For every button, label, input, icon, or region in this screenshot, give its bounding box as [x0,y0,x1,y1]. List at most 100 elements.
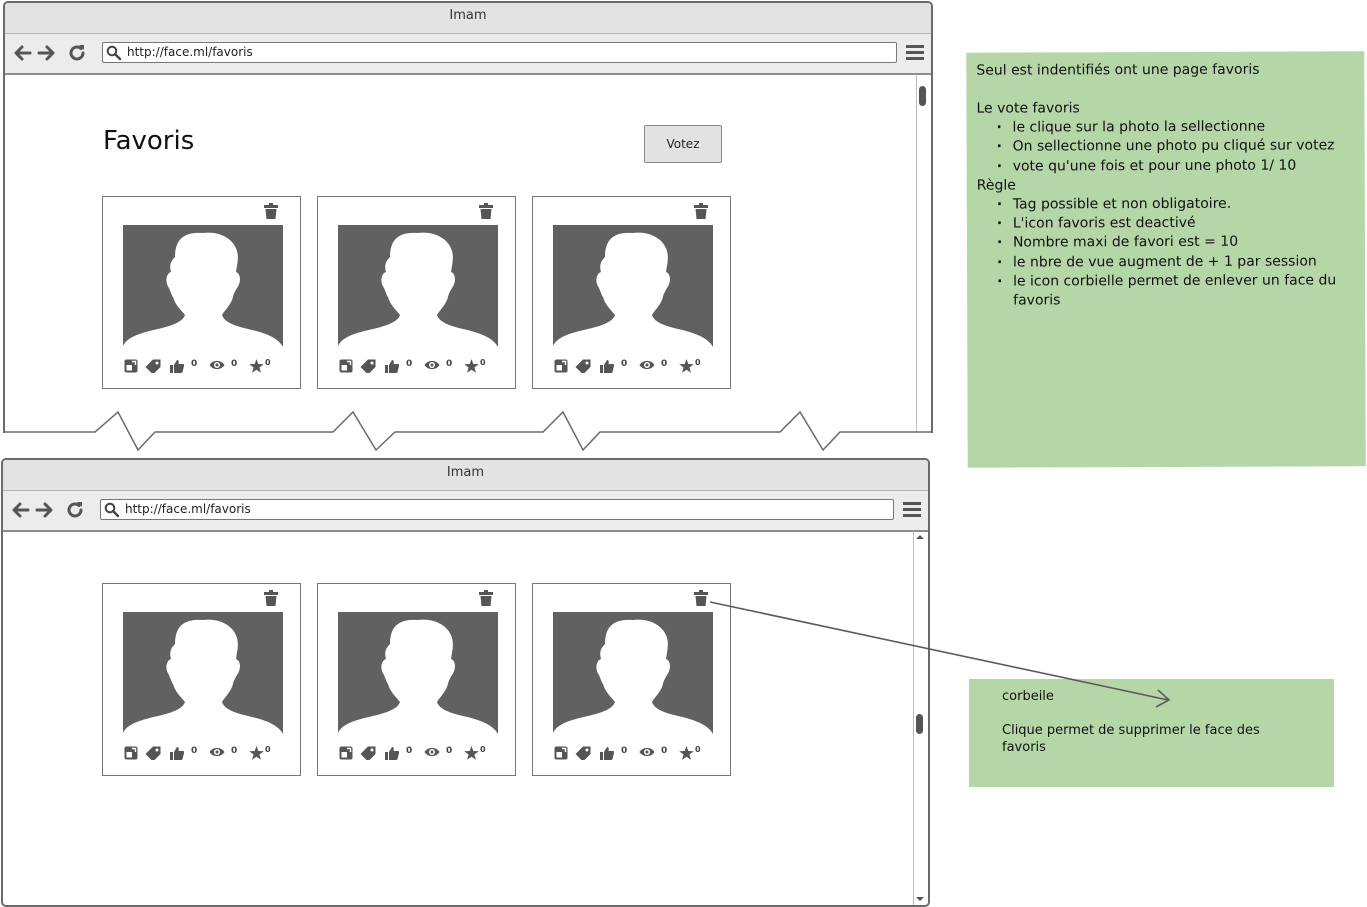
expand-icon[interactable] [554,359,568,373]
eye-icon[interactable] [209,746,225,758]
stars-count: 0 [695,745,701,754]
tag-icon[interactable] [360,746,376,760]
photo[interactable] [553,225,713,353]
star-icon[interactable] [249,746,264,760]
address-bar[interactable]: http://face.ml/favoris [102,42,897,63]
page-content: 0 0 0 0 0 0 0 0 0 [3,531,928,905]
thumbs-up-icon[interactable] [170,746,184,760]
back-arrow-icon[interactable] [11,42,33,64]
person-silhouette-icon [338,619,498,740]
tag-icon[interactable] [145,746,161,760]
likes-count: 0 [621,746,628,756]
tag-icon[interactable] [360,359,376,373]
thumbs-up-icon[interactable] [600,359,614,373]
star-icon[interactable] [679,359,694,373]
tag-icon[interactable] [575,746,591,760]
forward-arrow-icon[interactable] [34,499,56,521]
likes-count: 0 [191,746,198,756]
scrollbar-thumb[interactable] [919,86,926,106]
trash-icon[interactable] [694,203,708,219]
thumbs-up-icon[interactable] [385,359,399,373]
scroll-down-icon[interactable] [915,895,925,903]
hamburger-menu-icon[interactable] [902,500,922,518]
favorite-card[interactable]: 0 0 0 [532,196,731,389]
likes-count: 0 [406,746,413,756]
photo[interactable] [338,225,498,353]
reload-icon[interactable] [66,42,88,64]
photo[interactable] [553,612,713,740]
window-title: Imam [5,3,931,34]
photo[interactable] [123,612,283,740]
eye-icon[interactable] [639,359,655,371]
star-icon[interactable] [679,746,694,760]
page-content: Favoris Votez 0 0 0 0 0 0 [5,74,931,433]
expand-icon[interactable] [339,746,353,760]
list-item: Nombre maxi de favori est = 10 [997,233,1355,254]
torn-page-edge [3,410,933,452]
expand-icon[interactable] [554,746,568,760]
browser-window-bottom: Imam http://face.ml/favoris 0 0 0 [1,458,930,907]
eye-icon[interactable] [209,359,225,371]
note-heading-vote: Le vote favoris [976,100,1080,117]
tag-icon[interactable] [145,359,161,373]
favorite-card[interactable]: 0 0 0 [102,196,301,389]
forward-arrow-icon[interactable] [36,42,58,64]
search-icon [104,502,120,518]
eye-icon[interactable] [639,746,655,758]
hamburger-menu-icon[interactable] [905,43,925,61]
url-text: http://face.ml/favoris [125,502,251,516]
eye-icon[interactable] [424,359,440,371]
trash-icon[interactable] [264,203,278,219]
star-icon[interactable] [249,359,264,373]
favorite-card[interactable]: 0 0 0 [317,583,516,776]
trash-icon[interactable] [264,590,278,606]
vertical-scrollbar[interactable] [916,74,929,433]
trash-icon[interactable] [479,590,493,606]
address-bar[interactable]: http://face.ml/favoris [100,499,894,520]
expand-icon[interactable] [124,359,138,373]
thumbs-up-icon[interactable] [385,746,399,760]
vote-rules-list: le clique sur la photo la sellectionne O… [977,117,1355,176]
trash-icon[interactable] [479,203,493,219]
likes-count: 0 [621,359,628,369]
thumbs-up-icon[interactable] [600,746,614,760]
star-icon[interactable] [464,746,479,760]
vertical-scrollbar[interactable] [913,531,926,905]
person-silhouette-icon [553,619,713,740]
star-icon[interactable] [464,359,479,373]
photo[interactable] [123,225,283,353]
views-count: 0 [661,746,668,756]
list-item: le nbre de vue augment de + 1 par sessio… [997,252,1355,273]
list-item: L'icon favoris est deactivé [997,214,1355,235]
expand-icon[interactable] [339,359,353,373]
window-title: Imam [3,460,928,491]
stars-count: 0 [480,358,486,367]
list-item: le clique sur la photo la sellectionne [997,117,1355,138]
browser-window-top: Imam http://face.ml/favoris Favoris Vote… [3,1,933,433]
views-count: 0 [446,746,453,756]
reload-icon[interactable] [64,499,86,521]
tag-icon[interactable] [575,359,591,373]
note-line: Seul est indentifiés ont une page favori… [976,61,1260,79]
scrollbar-thumb[interactable] [916,714,923,734]
favorite-card[interactable]: 0 0 0 [317,196,516,389]
vote-button[interactable]: Votez [644,125,722,163]
photo[interactable] [338,612,498,740]
scroll-up-icon[interactable] [915,533,925,541]
sticky-note-rules: Seul est indentifiés ont une page favori… [966,51,1366,468]
search-icon [106,45,122,61]
back-arrow-icon[interactable] [9,499,31,521]
general-rules-list: Tag possible et non obligatoire. L'icon … [977,194,1355,311]
thumbs-up-icon[interactable] [170,359,184,373]
views-count: 0 [231,359,238,369]
note-heading-rules: Règle [976,177,1016,194]
list-item: le icon corbielle permet de enlever un f… [997,271,1355,311]
eye-icon[interactable] [424,746,440,758]
views-count: 0 [661,359,668,369]
expand-icon[interactable] [124,746,138,760]
favorite-card[interactable]: 0 0 0 [102,583,301,776]
stars-count: 0 [265,358,271,367]
favorite-card[interactable]: 0 0 0 [532,583,731,776]
trash-icon[interactable] [694,590,708,606]
likes-count: 0 [406,359,413,369]
